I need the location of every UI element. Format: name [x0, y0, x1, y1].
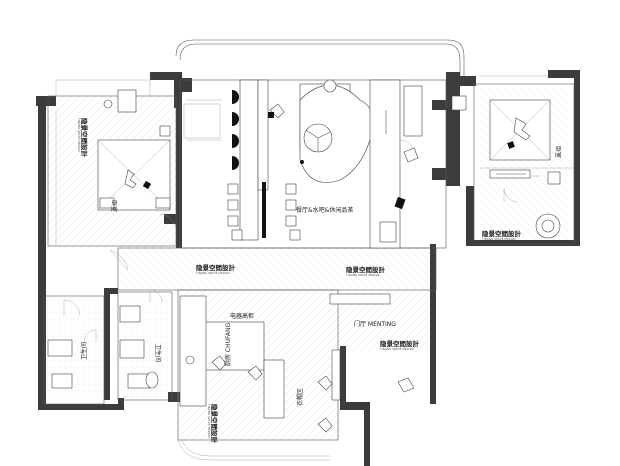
- svg-text:YINJING SPACE DESIGN: YINJING SPACE DESIGN: [482, 237, 516, 241]
- dining-area: [183, 79, 374, 241]
- label-bath-center: 卫生间: [154, 344, 162, 362]
- svg-text:YINJING SPACE DESIGN: YINJING SPACE DESIGN: [196, 271, 230, 275]
- svg-text:YINJING SPACE DESIGN: YINJING SPACE DESIGN: [207, 404, 211, 438]
- svg-text:YINJING SPACE DESIGN: YINJING SPACE DESIGN: [77, 118, 81, 152]
- watermark: 隐景空間設計 YINJING SPACE DESIGN: [196, 263, 236, 275]
- label-kitchen: 厨房 CHUFANG: [224, 323, 232, 366]
- svg-text:YINJING SPACE DESIGN: YINJING SPACE DESIGN: [380, 347, 414, 351]
- svg-text:隐景空間設計: 隐景空間設計: [380, 339, 420, 348]
- label-dining: 餐厅&水吧&休闲品茶: [296, 206, 353, 214]
- label-foyer: 门厅 MENTING: [354, 320, 396, 328]
- svg-text:隐景空間設計: 隐景空間設計: [346, 265, 386, 274]
- label-bedroom-right: 卧室: [554, 146, 562, 158]
- exterior-walls: [36, 39, 580, 466]
- label-fridge: 电器高柜: [230, 312, 254, 320]
- right-bedroom: [451, 95, 561, 239]
- watermark: 隐景空間設計 YINJING SPACE DESIGN: [380, 339, 420, 351]
- room-labels: 餐厅&水吧&休闲品茶 门厅 MENTING 厨房 CHUFANG 电器高柜 衣帽…: [80, 146, 562, 406]
- interior-lines: [43, 72, 575, 461]
- svg-text:隐景空間設計: 隐景空間設計: [196, 263, 236, 272]
- bathrooms: [47, 305, 159, 389]
- watermark: 隐景空間設計 YINJING SPACE DESIGN: [482, 229, 522, 241]
- doors: [63, 139, 519, 343]
- label-cloak: 衣帽区: [296, 388, 304, 406]
- svg-text:隐景空間設計: 隐景空間設計: [210, 404, 219, 444]
- watermarks: 隐景空間設計 YINJING SPACE DESIGN 隐景空間設計 YINJI…: [77, 118, 522, 444]
- left-bedroom: [55, 89, 171, 246]
- svg-text:YINJING SPACE DESIGN: YINJING SPACE DESIGN: [346, 273, 380, 277]
- watermark: 隐景空間設計 YINJING SPACE DESIGN: [346, 265, 386, 277]
- label-bedroom-left: 卧室: [110, 200, 118, 212]
- svg-text:隐景空間設計: 隐景空間設計: [482, 229, 522, 238]
- watermark: 隐景空間設計 YINJING SPACE DESIGN: [77, 118, 89, 158]
- kitchen-foyer: [179, 293, 415, 433]
- floor-finishes: [44, 84, 572, 440]
- svg-text:隐景空間設計: 隐景空間設計: [80, 118, 89, 158]
- label-bath-left: 卫生间: [80, 342, 88, 360]
- watermark: 隐景空間設計 YINJING SPACE DESIGN: [207, 404, 219, 444]
- right-counters: [369, 79, 423, 249]
